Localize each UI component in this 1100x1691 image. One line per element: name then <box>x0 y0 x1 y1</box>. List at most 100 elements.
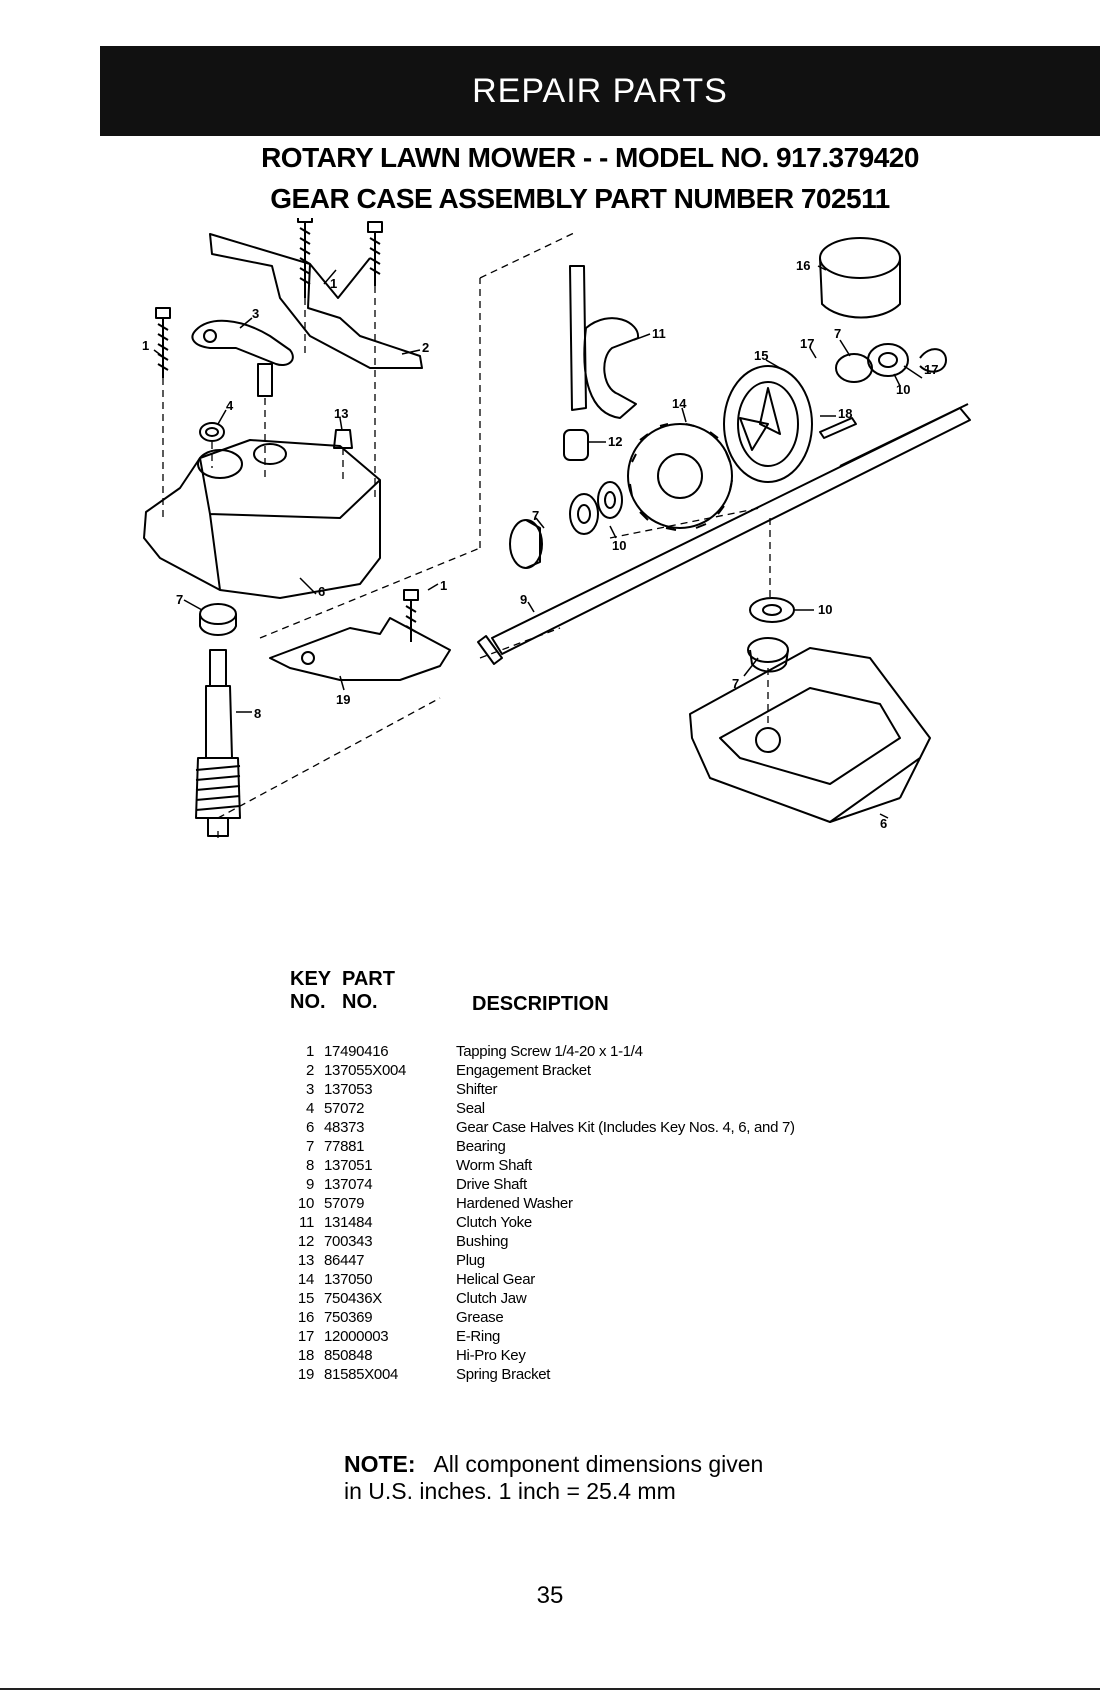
key-no-cell: 14 <box>297 1271 314 1288</box>
callout-18: 18 <box>838 406 852 421</box>
callout-16: 16 <box>796 258 810 273</box>
callout-1-left: 1 <box>142 338 149 353</box>
description-cell: Tapping Screw 1/4-20 x 1-1/4 <box>456 1043 643 1060</box>
table-row: 4 57072 Seal <box>280 1099 980 1118</box>
hardened-washer-shaft-2 <box>597 481 623 519</box>
part-no-cell: 57072 <box>324 1100 365 1117</box>
repair-parts-banner: REPAIR PARTS <box>100 46 1100 136</box>
key-no-cell: 7 <box>305 1138 314 1155</box>
callout-14: 14 <box>672 396 687 411</box>
key-no-cell: 8 <box>305 1157 314 1174</box>
key-no-cell: 12 <box>297 1233 314 1250</box>
table-row: 8 137051 Worm Shaft <box>280 1156 980 1175</box>
part-no-cell: 81585X004 <box>324 1366 399 1383</box>
parts-list: 1 17490416 Tapping Screw 1/4-20 x 1-1/4 2 13… <box>280 1042 980 1384</box>
bearing-lower-right <box>747 637 789 663</box>
description-cell: Hi-Pro Key <box>456 1347 526 1364</box>
gear-case-upper-half <box>143 439 381 599</box>
part-no-cell: 850848 <box>324 1347 373 1364</box>
description-cell: Seal <box>456 1100 485 1117</box>
page-number: 35 <box>536 1582 564 1609</box>
part-no-cell: 48373 <box>324 1119 365 1136</box>
part-no-cell: 137053 <box>324 1081 373 1098</box>
key-no-header: KEY NO. <box>290 968 332 1013</box>
callout-7-upper: 7 <box>834 326 841 341</box>
callout-9: 9 <box>520 592 527 607</box>
description-cell: Plug <box>456 1252 485 1269</box>
part-no-cell: 12000003 <box>324 1328 389 1345</box>
hardened-washer-shaft-1 <box>569 493 599 535</box>
callout-7-lower: 7 <box>732 676 739 691</box>
key-no-cell: 11 <box>299 1214 314 1231</box>
key-no-cell: 6 <box>305 1119 314 1136</box>
table-row: 1 17490416 Tapping Screw 1/4-20 x 1-1/4 <box>280 1042 980 1061</box>
description-cell: Shifter <box>456 1081 498 1098</box>
table-row: 3 137053 Shifter <box>280 1080 980 1099</box>
hardened-washer-upper <box>867 343 909 377</box>
description-cell: Grease <box>456 1309 504 1326</box>
engagement-bracket <box>209 233 423 369</box>
part-no-cell: 17490416 <box>324 1043 389 1060</box>
callout-11: 11 <box>652 326 666 341</box>
hi-pro-key <box>819 417 857 439</box>
part-no-cell: 137050 <box>324 1271 373 1288</box>
key-no-cell: 2 <box>305 1062 314 1079</box>
worm-shaft <box>195 649 241 837</box>
part-no-cell: 131484 <box>324 1214 373 1231</box>
part-no-cell: 137074 <box>324 1176 373 1193</box>
bushing <box>563 429 589 461</box>
callout-6-lower: 6 <box>880 816 887 831</box>
callout-19: 19 <box>336 692 350 707</box>
note: NOTE: All component dimensions given in … <box>344 1451 904 1505</box>
callout-4: 4 <box>226 398 234 413</box>
callout-13: 13 <box>334 406 348 421</box>
key-no-cell: 15 <box>297 1290 314 1307</box>
key-no-cell: 10 <box>297 1195 314 1212</box>
callout-15: 15 <box>754 348 768 363</box>
callout-6-upper: 6 <box>318 584 325 599</box>
part-no-cell: 137051 <box>324 1157 373 1174</box>
description-cell: Engagement Bracket <box>456 1062 591 1079</box>
description-cell: Spring Bracket <box>456 1366 551 1383</box>
description-cell: Hardened Washer <box>456 1195 573 1212</box>
callout-3: 3 <box>252 306 259 321</box>
bearing-left <box>199 603 237 625</box>
description-cell: Gear Case Halves Kit (Includes Key Nos. … <box>456 1119 795 1136</box>
key-no-cell: 4 <box>305 1100 314 1117</box>
grease-container <box>819 237 901 319</box>
key-no-cell: 3 <box>305 1081 314 1098</box>
seal <box>199 422 225 442</box>
description-cell: Bearing <box>456 1138 506 1155</box>
description-cell: Drive Shaft <box>456 1176 527 1193</box>
part-no-cell: 86447 <box>324 1252 365 1269</box>
callout-10-upper: 10 <box>896 382 910 397</box>
note-text-line1: All component dimensions given <box>433 1451 764 1477</box>
description-cell: Worm Shaft <box>456 1157 532 1174</box>
table-row: 9 137074 Drive Shaft <box>280 1175 980 1194</box>
key-no-cell: 16 <box>297 1309 314 1326</box>
note-label: NOTE: <box>344 1451 416 1477</box>
exploded-parts-diagram: 1 2 3 1 4 13 6 7 8 19 1 11 12 16 15 17 7… <box>142 218 971 838</box>
tapping-screw-top-2 <box>367 221 383 286</box>
key-no-cell: 13 <box>297 1252 314 1269</box>
part-no-cell: 137055X004 <box>324 1062 407 1079</box>
callout-12: 12 <box>608 434 622 449</box>
key-no-cell: 1 <box>305 1043 314 1060</box>
key-no-cell: 9 <box>305 1176 314 1193</box>
callout-8: 8 <box>254 706 261 721</box>
tapping-screw-lower <box>403 589 419 642</box>
key-no-cell: 17 <box>297 1328 314 1345</box>
drive-shaft <box>477 403 971 665</box>
part-no-cell: 700343 <box>324 1233 373 1250</box>
assembly-title: GEAR CASE ASSEMBLY PART NUMBER 702511 <box>270 183 890 214</box>
model-title: ROTARY LAWN MOWER - - MODEL NO. 917.3794… <box>261 142 919 173</box>
description-cell: Clutch Jaw <box>456 1290 527 1307</box>
callout-1-lower: 1 <box>440 578 447 593</box>
bottom-rule <box>0 1688 1100 1690</box>
